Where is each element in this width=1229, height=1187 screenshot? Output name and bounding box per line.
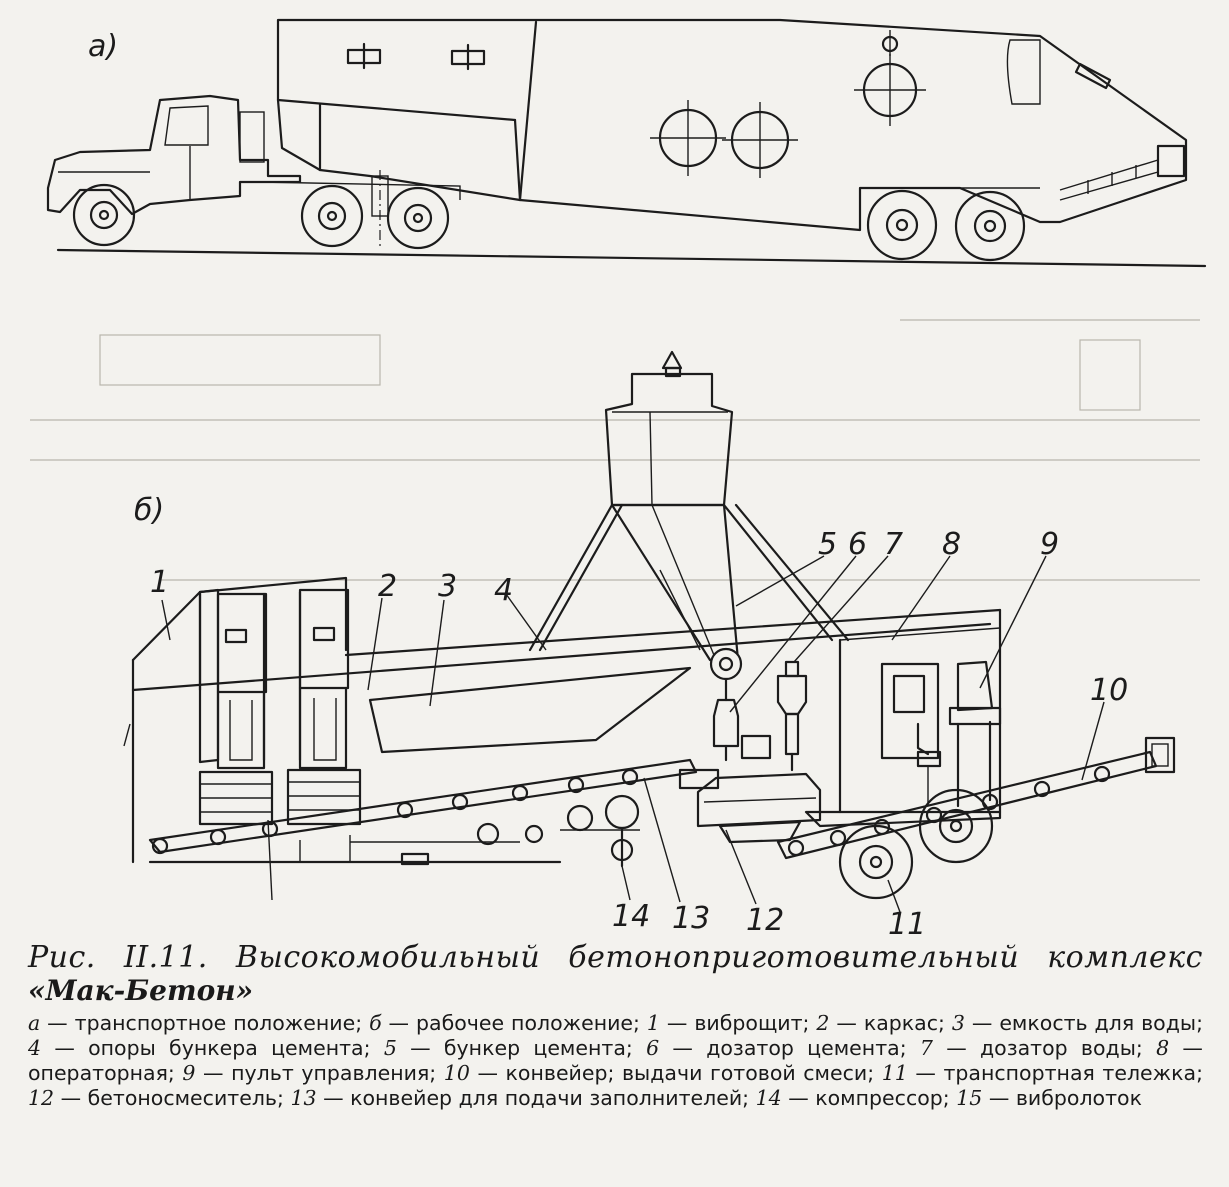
- callout-9: 9: [1040, 527, 1059, 562]
- technical-drawing: а): [30, 18, 1207, 935]
- legend-key: 3: [951, 1011, 965, 1035]
- legend-key: 14: [755, 1086, 782, 1110]
- legend-entry: 6 — дозатор цемента;: [646, 1036, 907, 1060]
- legend-entry: 13 — конвейер для подачи заполнителей;: [290, 1086, 750, 1110]
- legend-entry: 1 — виброщит;: [646, 1011, 810, 1035]
- legend-text: дозатор воды;: [979, 1036, 1143, 1060]
- legend-entry: 4 — опоры бункера цемента;: [28, 1036, 371, 1060]
- legend-key: 7: [919, 1036, 933, 1060]
- legend-entry: 12 — бетоносмеситель;: [28, 1086, 284, 1110]
- callout-12: 12: [746, 903, 784, 935]
- leader-lines: [123, 555, 1105, 913]
- ground-line: [56, 248, 1207, 268]
- legend-text: виброщит;: [694, 1011, 810, 1035]
- callout-10: 10: [1090, 673, 1128, 708]
- transport-position-view: а): [46, 18, 1207, 268]
- legend-entry: 14 — компрессор;: [755, 1086, 950, 1110]
- legend-key: 13: [290, 1086, 317, 1110]
- legend-text: вибролоток: [1015, 1086, 1142, 1110]
- callout-13: 13: [672, 901, 710, 935]
- legend-entry: а — транспортное положение;: [28, 1011, 363, 1035]
- legend-key: б: [369, 1011, 382, 1035]
- legend-text: опоры бункера цемента;: [88, 1036, 371, 1060]
- legend-text: бетоносмеситель;: [87, 1086, 284, 1110]
- legend-text: транспортное положение;: [74, 1011, 363, 1035]
- legend-text: бункер цемента;: [443, 1036, 633, 1060]
- legend-entry: 3 — емкость для воды;: [951, 1011, 1203, 1035]
- front-wheel: [72, 183, 136, 247]
- legend-key: 15: [956, 1086, 983, 1110]
- hopper-supports: [528, 503, 850, 652]
- legend-text: конвейер; выдачи готовой смеси;: [505, 1061, 875, 1085]
- legend-entry: 11 — транспортная тележка;: [881, 1061, 1203, 1085]
- legend-key: 12: [28, 1086, 55, 1110]
- legend-text: транспортная тележка;: [943, 1061, 1203, 1085]
- legend-text: рабочее положение;: [416, 1011, 640, 1035]
- tractor-unit: [46, 94, 302, 247]
- figure-caption: Рис. II.11. Высокомобильный бетонопригот…: [28, 940, 1203, 1111]
- tractor-rear-axles: [259, 170, 461, 250]
- bleed-through: [30, 319, 1200, 581]
- callout-14: 14: [612, 899, 650, 934]
- panel-b-label: б): [134, 493, 164, 528]
- legend-entry: 8 — операторная;: [28, 1036, 1203, 1085]
- vibro-shield: [198, 588, 350, 770]
- caption-title-name: «Мак-Бетон»: [28, 974, 254, 1007]
- legend-key: 10: [443, 1061, 470, 1085]
- legend-text: пульт управления;: [231, 1061, 437, 1085]
- compressor: [560, 794, 640, 868]
- legend-key: 9: [182, 1061, 196, 1085]
- legend-key: 8: [1156, 1036, 1170, 1060]
- legend-key: 6: [646, 1036, 660, 1060]
- operator-cabin: [880, 660, 1002, 808]
- caption-title: Рис. II.11. Высокомобильный бетонопригот…: [28, 940, 1203, 975]
- legend-entry: 5 — бункер цемента;: [383, 1036, 633, 1060]
- legend-text: компрессор;: [815, 1086, 950, 1110]
- caption-legend: а — транспортное положение; б — рабочее …: [28, 1011, 1203, 1111]
- working-position-view: б): [123, 350, 1176, 935]
- callout-7: 7: [884, 527, 903, 562]
- water-dispenser: [776, 660, 808, 772]
- aggregate-bins: [198, 768, 362, 826]
- legend-entry: 15 — вибролоток: [956, 1086, 1142, 1110]
- callout-numbers: 1 2 3 4 5 6 7 8 9 10 11 12 13 14: [150, 527, 1128, 935]
- legend-key: 1: [646, 1011, 660, 1035]
- legend-entry: 9 — пульт управления;: [182, 1061, 437, 1085]
- water-tank: [368, 666, 692, 754]
- legend-key: 5: [383, 1036, 397, 1060]
- callout-3: 3: [438, 569, 457, 604]
- legend-entry: б — рабочее положение;: [369, 1011, 640, 1035]
- callout-1: 1: [150, 565, 169, 600]
- legend-key: 11: [881, 1061, 908, 1085]
- legend-entry: 10 — конвейер; выдачи готовой смеси;: [443, 1061, 875, 1085]
- legend-text: конвейер для подачи заполнителей;: [350, 1086, 750, 1110]
- semitrailer-wheels: [866, 189, 1026, 262]
- legend-entry: 2 — каркас;: [816, 1011, 945, 1035]
- legend-key: 2: [816, 1011, 830, 1035]
- aggregate-conveyor: [148, 758, 698, 866]
- callout-5: 5: [818, 527, 837, 562]
- legend-key: 4: [28, 1036, 42, 1060]
- callout-4: 4: [494, 573, 513, 608]
- panel-a-label: а): [88, 29, 118, 64]
- legend-entry: 7 — дозатор воды;: [919, 1036, 1143, 1060]
- callout-6: 6: [848, 527, 867, 562]
- output-conveyor: [776, 736, 1176, 860]
- legend-text: емкость для воды;: [999, 1011, 1203, 1035]
- callout-2: 2: [378, 569, 397, 604]
- callout-8: 8: [942, 527, 961, 562]
- legend-text: операторная;: [28, 1061, 175, 1085]
- cement-dispenser: [712, 677, 740, 762]
- legend-text: дозатор цемента;: [706, 1036, 907, 1060]
- callout-11: 11: [888, 907, 926, 935]
- legend-key: а: [28, 1011, 41, 1035]
- semitrailer-body: [276, 18, 1188, 232]
- legend-text: каркас;: [863, 1011, 945, 1035]
